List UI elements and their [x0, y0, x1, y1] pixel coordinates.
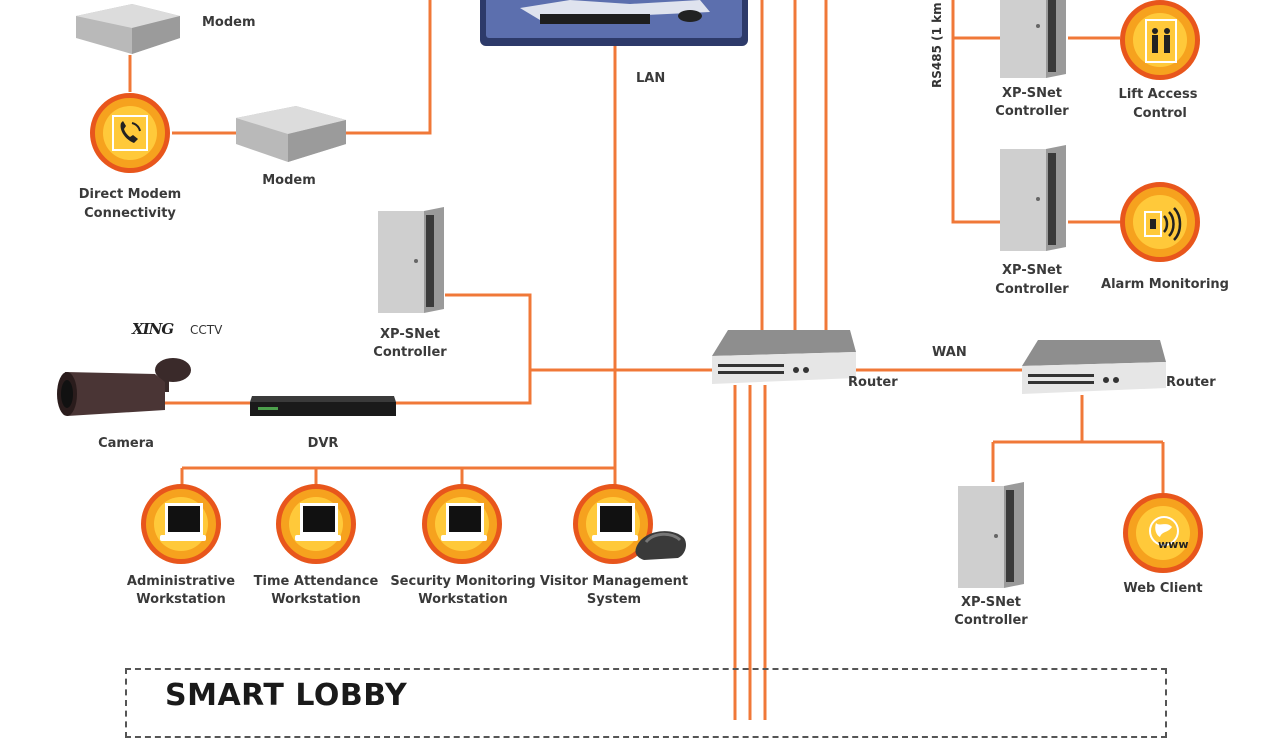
lift-access-label-2: Control [1133, 106, 1187, 121]
modem-top-label: Modem [202, 15, 256, 30]
web-client-label: Web Client [1123, 581, 1203, 596]
camera-device [55, 352, 195, 427]
visitor-ws-label-2: System [586, 592, 642, 607]
admin-ws-label-1: Administrative [126, 574, 236, 589]
time-ws-label-1: Time Attendance [253, 574, 379, 589]
monitor-icon [165, 503, 203, 535]
modem-top [72, 2, 180, 54]
alarm-waves-icon [1144, 207, 1182, 241]
security-ws-label-1: Security Monitoring [390, 574, 536, 589]
connection-lines [128, 0, 1165, 720]
cctv-label: CCTV [190, 323, 223, 337]
monitor-icon [446, 503, 484, 535]
direct-modem-label-2: Connectivity [84, 206, 176, 221]
monitor-icon [597, 503, 635, 535]
server-monitor [480, 0, 748, 46]
lift-access-label-1: Lift Access [1118, 87, 1198, 102]
time-ws-label-2: Workstation [271, 592, 361, 607]
xpsnet-remote-label-2: Controller [954, 613, 1028, 628]
camera-label: Camera [98, 436, 154, 451]
cctv-brand-logo: XING [132, 320, 174, 338]
xpsnet-controller-left [376, 205, 446, 315]
smart-lobby-title: SMART LOBBY [165, 678, 408, 713]
wire-controller-router [395, 293, 532, 405]
phone-icon [112, 115, 148, 151]
wire-rs485 [951, 0, 1000, 224]
xpsnet-controller-lift [998, 0, 1068, 80]
xpsnet-lift-label-2: Controller [995, 104, 1069, 119]
security-monitoring-badge [422, 484, 502, 564]
dvr-label: DVR [307, 436, 339, 451]
web-client-badge: www [1123, 493, 1203, 573]
monitor-icon [300, 503, 338, 535]
alarm-monitoring-label: Alarm Monitoring [1101, 277, 1229, 292]
globe-icon [1149, 516, 1179, 546]
direct-modem-badge [90, 93, 170, 173]
alarm-monitoring-badge [1120, 182, 1200, 262]
xpsnet-alarm-label-1: XP-SNet [1002, 263, 1062, 278]
direct-modem-label-1: Direct Modem [78, 187, 182, 202]
xpsnet-lift-label-1: XP-SNet [1002, 86, 1062, 101]
xpsnet-controller-remote [956, 480, 1026, 590]
lan-label: LAN [636, 71, 666, 86]
xpsnet-alarm-label-2: Controller [995, 282, 1069, 297]
router-remote-label: Router [1166, 375, 1216, 390]
xpsnet-remote-label-1: XP-SNet [961, 595, 1021, 610]
smart-lobby-zone: SMART LOBBY [125, 668, 1167, 738]
wan-label: WAN [932, 345, 967, 360]
security-ws-label-2: Workstation [418, 592, 508, 607]
visitor-management-badge [573, 484, 653, 564]
admin-ws-label-2: Workstation [136, 592, 226, 607]
visitor-ws-label-1: Visitor Management [539, 574, 689, 589]
wire-modem-to-server [345, 0, 432, 135]
modem-mid-label: Modem [262, 173, 316, 188]
xpsnet-controller-alarm [998, 143, 1068, 253]
router-main-label: Router [848, 375, 898, 390]
www-text: www [1158, 538, 1189, 551]
lift-access-badge [1120, 0, 1200, 80]
rs485-label: RS485 (1 km [930, 2, 944, 88]
router-remote [1020, 340, 1166, 402]
modem-mid [234, 102, 346, 162]
xpsnet-left-label-1: XP-SNet [380, 327, 440, 342]
router-main [710, 330, 856, 392]
card-scanner-icon [635, 531, 686, 560]
admin-workstation-badge [141, 484, 221, 564]
time-attendance-badge [276, 484, 356, 564]
xpsnet-left-label-2: Controller [373, 345, 447, 360]
dvr-device [248, 392, 398, 420]
people-icon [1145, 19, 1177, 63]
